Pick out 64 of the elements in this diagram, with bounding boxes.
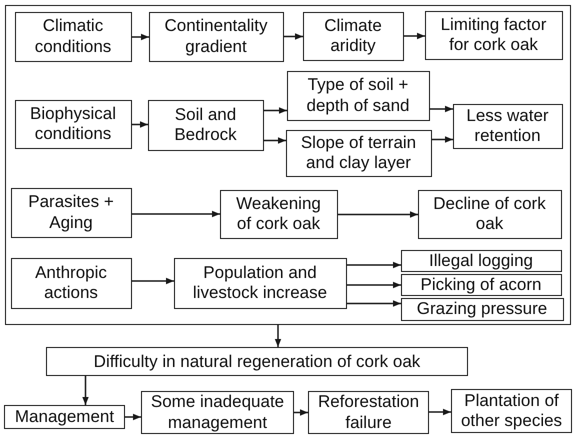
node-text: Climate aridity [323, 16, 383, 56]
process-box [14, 100, 132, 148]
arrow [430, 106, 453, 112]
arrow [132, 34, 149, 40]
arrow [429, 408, 451, 416]
process-box [148, 12, 284, 62]
process-box [424, 10, 562, 60]
arrow [132, 121, 148, 128]
arrow [125, 414, 141, 420]
node-text: Population and livestock increase [192, 262, 328, 304]
node-text: Some inadequate management [150, 392, 286, 433]
node-text: Management [14, 408, 114, 426]
node-text: Limiting factor for cork oak [440, 14, 548, 56]
arrow [132, 210, 220, 218]
process-box [10, 258, 132, 308]
arrow [264, 137, 286, 144]
arrow [347, 282, 401, 288]
node-text: Difficulty in natural regeneration of cork oak [94, 352, 420, 370]
arrow [432, 136, 453, 143]
arrow [404, 32, 425, 40]
process-box [400, 298, 564, 320]
process-box [14, 12, 132, 62]
node-text: Less water retention [465, 106, 550, 146]
arrow [347, 300, 401, 307]
node-text: Reforestation failure [316, 392, 420, 433]
group-frame [5, 5, 571, 325]
arrow [338, 211, 418, 218]
process-box [418, 190, 562, 238]
arrow [132, 278, 174, 284]
node-text: Biophysical conditions [29, 104, 117, 144]
node-text: Type of soil + depth of sand [305, 75, 411, 116]
node-text: Anthropic actions [34, 262, 108, 304]
process-box [220, 190, 338, 238]
node-text: Weakening of cork oak [235, 194, 322, 234]
node-text: Illegal logging [429, 252, 533, 270]
process-box [451, 389, 572, 433]
arrow [347, 262, 401, 268]
node-text: Grazing pressure [416, 300, 548, 318]
node-text: Parasites + Aging [27, 192, 115, 233]
arrow [284, 33, 303, 40]
arrow [294, 409, 308, 416]
node-text: Continentality gradient [163, 16, 268, 57]
process-box [286, 130, 432, 176]
process-box [141, 391, 294, 434]
process-box [4, 405, 125, 429]
process-box [452, 104, 562, 148]
node-text: Picking of acorn [420, 276, 542, 294]
node-text: Plantation of other species [460, 390, 564, 432]
arrow [82, 376, 89, 405]
process-box [286, 70, 430, 120]
node-text: Decline of cork oak [432, 194, 547, 234]
arrow [274, 325, 282, 347]
process-box [302, 12, 404, 60]
process-box [10, 188, 132, 238]
process-box [308, 391, 429, 434]
node-text: Soil and Bedrock [173, 104, 238, 146]
arrow [264, 107, 287, 114]
node-text: Slope of terrain and clay layer [300, 132, 418, 174]
process-box [400, 250, 562, 272]
process-box [148, 100, 264, 150]
node-text: Climatic conditions [34, 16, 112, 57]
process-box [174, 258, 346, 308]
process-box [46, 347, 468, 376]
process-box [400, 274, 562, 296]
